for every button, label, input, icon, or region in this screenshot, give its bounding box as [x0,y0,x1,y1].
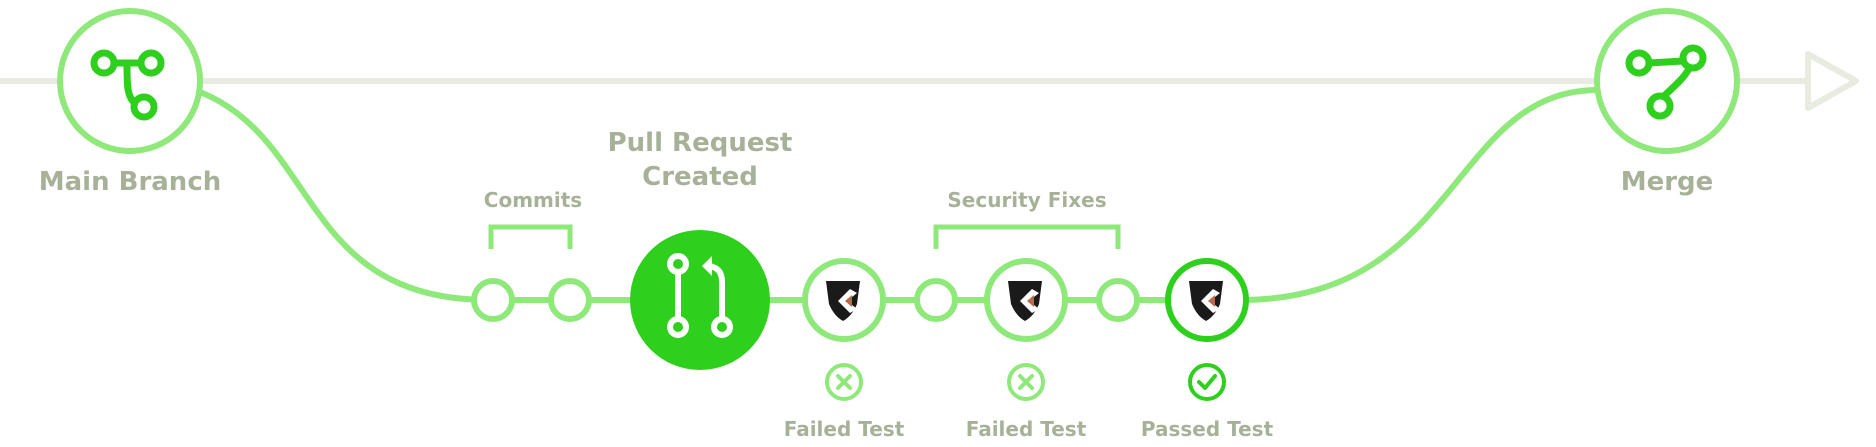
security-scan-node-1 [802,258,886,342]
merge-label: Merge [1621,167,1714,197]
test-result-label-1: Failed Test [784,417,905,441]
test-result-label-3: Passed Test [1141,417,1274,441]
test-result-label-2: Failed Test [966,417,1087,441]
security-scan-node-3 [1165,258,1249,342]
commits-label: Commits [484,188,582,212]
fix-commit-node [914,278,958,322]
git-pull-request-icon [667,253,733,338]
check-circle-icon [1188,363,1226,401]
commits-bracket [488,224,573,249]
security-fixes-label: Security Fixes [947,188,1106,212]
fix-commit-node [1096,278,1140,322]
git-branch-icon [90,49,165,121]
commit-node [471,278,515,322]
pull-request-node [630,230,770,370]
commit-node [548,278,592,322]
shield-logo-icon [826,281,860,321]
security-fixes-bracket [933,224,1121,249]
merge-node [1594,8,1740,154]
main-branch-arrowhead [1805,51,1859,111]
shield-logo-icon [1008,281,1042,321]
main-branch-node [57,8,203,154]
shield-logo-icon [1189,281,1223,321]
pull-request-label-line2: Created [642,162,758,192]
feature-branch-line [198,87,1599,303]
x-circle-icon [1007,363,1045,401]
x-circle-icon [825,363,863,401]
security-scan-node-2 [984,258,1068,342]
main-branch-label: Main Branch [39,167,222,197]
git-merge-icon [1625,44,1707,120]
pull-request-label-line1: Pull Request [608,128,793,158]
